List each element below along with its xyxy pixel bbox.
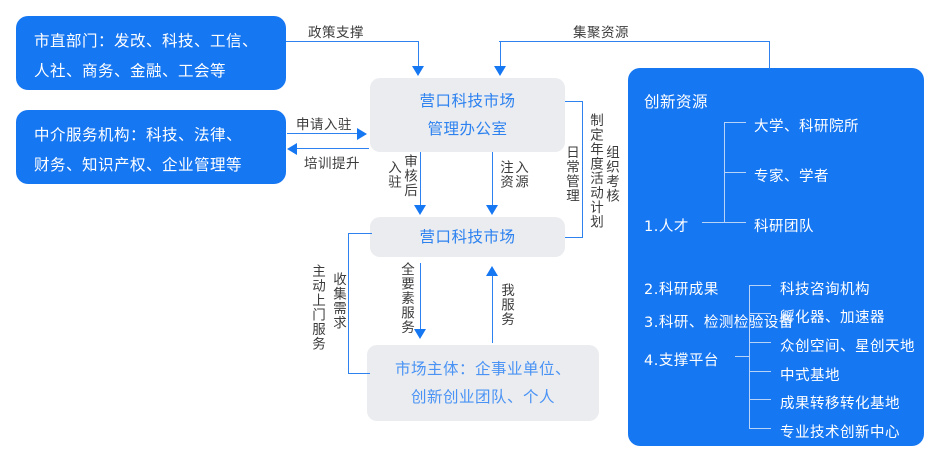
edge-i-serve-line bbox=[492, 276, 493, 343]
edge-inject-resources-line bbox=[492, 152, 493, 207]
panel-leaf-1-1: 大学、科研院所 bbox=[754, 119, 859, 135]
edge-apply-to-settle-arrowhead bbox=[357, 128, 367, 140]
panel-leaf-1-2: 专家、学者 bbox=[754, 169, 829, 185]
panel-innovation-resources[interactable]: 创新资源 1.人才 大学、科研院所 专家、学者 科研团队 2.科研成果 3.科研… bbox=[628, 68, 924, 446]
panel-group-2-label: 2.科研成果 bbox=[644, 282, 719, 298]
panel-group-1-label: 1.人才 bbox=[644, 219, 689, 235]
edge-left-bracket-bottom bbox=[348, 373, 370, 374]
edge-label-i-serve: 我服务 bbox=[498, 283, 514, 327]
panel-group-3-label: 3.科研、检测检验设备 bbox=[644, 315, 794, 331]
edge-label-all-element-service: 全要素服务 bbox=[398, 262, 414, 335]
tree-branch-1-3 bbox=[724, 222, 746, 223]
edge-label-apply-to-settle: 申请入驻 bbox=[296, 117, 352, 133]
edge-i-serve-arrowhead bbox=[486, 266, 498, 276]
tree-connector-group-4 bbox=[735, 356, 749, 357]
panel-leaf-4-5: 成果转移转化基地 bbox=[780, 396, 900, 412]
edge-label-policy-support: 政策支撑 bbox=[308, 25, 364, 41]
panel-leaf-4-4: 中式基地 bbox=[780, 368, 840, 384]
edge-daily-management-spine bbox=[582, 101, 583, 238]
tree-branch-1-2 bbox=[724, 172, 746, 173]
panel-leaf-4-2: 孵化器、加速器 bbox=[780, 310, 885, 326]
edge-training-upgrade-arrowhead bbox=[287, 143, 297, 155]
edge-gather-resources-horizontal bbox=[499, 41, 770, 42]
edge-daily-management-bottom bbox=[565, 237, 583, 238]
edge-label-settle-in: 入驻 bbox=[385, 160, 401, 189]
box-intermediary-services-line-2: 财务、知识产权、企业管理等 bbox=[34, 156, 243, 174]
edge-label-inject-capital: 注资 bbox=[497, 160, 513, 189]
edge-daily-management-top bbox=[565, 101, 583, 102]
box-market-entities[interactable]: 市场主体：企事业单位、 创新创业团队、个人 bbox=[367, 345, 599, 421]
edge-training-upgrade-line bbox=[297, 148, 369, 149]
edge-label-proactive-door-service: 主动上门服务 bbox=[309, 264, 325, 351]
box-intermediary-services-line-1: 中介服务机构：科技、法律、 bbox=[34, 126, 243, 144]
edge-label-gather-resources: 集聚资源 bbox=[573, 25, 629, 41]
edge-apply-to-settle-line bbox=[287, 133, 359, 134]
edge-inject-resources-arrowhead bbox=[486, 205, 498, 215]
edge-all-element-service-arrowhead bbox=[414, 329, 426, 339]
edge-gather-resources-vertical-right bbox=[769, 41, 770, 69]
edge-all-element-service-line bbox=[420, 263, 421, 331]
tree-branch-1-1 bbox=[724, 122, 746, 123]
panel-title: 创新资源 bbox=[644, 93, 709, 111]
edge-label-organize-assessment: 组织考核 bbox=[603, 145, 619, 203]
panel-leaf-4-6: 专业技术创新中心 bbox=[780, 425, 900, 441]
edge-left-bracket-top bbox=[348, 233, 372, 234]
box-management-office-line-2: 管理办公室 bbox=[427, 120, 508, 138]
tree-connector-group-1 bbox=[702, 222, 724, 223]
box-management-office[interactable]: 营口科技市场 管理办公室 bbox=[370, 78, 565, 152]
box-market-entities-line-2: 创新创业团队、个人 bbox=[410, 388, 555, 406]
tree-branch-4-5 bbox=[749, 399, 771, 400]
edge-label-daily-management: 日常管理 bbox=[563, 145, 579, 203]
tree-spine-group-4 bbox=[749, 285, 750, 428]
tree-branch-4-4 bbox=[749, 371, 771, 372]
box-management-office-line-1: 营口科技市场 bbox=[419, 92, 516, 110]
box-gov-departments-line-1: 市直部门：发改、科技、工信、 bbox=[34, 32, 259, 50]
edge-gather-resources-vertical-left bbox=[500, 41, 501, 68]
tree-branch-4-6 bbox=[749, 428, 771, 429]
panel-group-4-label: 4.支撑平台 bbox=[644, 353, 719, 369]
edge-policy-support-horizontal bbox=[286, 41, 419, 42]
box-intermediary-services[interactable]: 中介服务机构：科技、法律、 财务、知识产权、企业管理等 bbox=[16, 110, 286, 184]
box-gov-departments[interactable]: 市直部门：发改、科技、工信、 人社、商务、金融、工会等 bbox=[16, 16, 286, 90]
edge-policy-support-arrowhead bbox=[412, 66, 424, 76]
edge-label-review-after: 审核后 bbox=[401, 154, 417, 198]
edge-label-training-upgrade: 培训提升 bbox=[304, 156, 360, 172]
edge-left-bracket-spine bbox=[348, 233, 349, 374]
box-market-entities-line-1: 市场主体：企事业单位、 bbox=[394, 360, 571, 378]
edge-settle-after-review-line bbox=[420, 152, 421, 207]
tree-branch-4-2 bbox=[749, 313, 771, 314]
edge-label-inject-resource: 入源 bbox=[512, 160, 528, 189]
panel-leaf-1-3: 科研团队 bbox=[754, 219, 814, 235]
edge-settle-after-review-arrowhead bbox=[414, 205, 426, 215]
box-gov-departments-line-2: 人社、商务、金融、工会等 bbox=[34, 62, 227, 80]
box-tech-market-line-1: 营口科技市场 bbox=[419, 228, 516, 246]
box-tech-market[interactable]: 营口科技市场 bbox=[370, 217, 565, 257]
edge-gather-resources-arrowhead bbox=[494, 66, 506, 76]
tree-branch-4-1 bbox=[749, 285, 771, 286]
tree-branch-4-3 bbox=[749, 342, 771, 343]
edge-policy-support-vertical bbox=[418, 41, 419, 68]
panel-leaf-4-1: 科技咨询机构 bbox=[780, 282, 870, 298]
panel-leaf-4-3: 众创空间、星创天地 bbox=[780, 339, 915, 355]
edge-label-collect-demand: 收集需求 bbox=[330, 272, 346, 330]
edge-label-annual-activity-plan: 制定年度活动计划 bbox=[587, 113, 603, 229]
